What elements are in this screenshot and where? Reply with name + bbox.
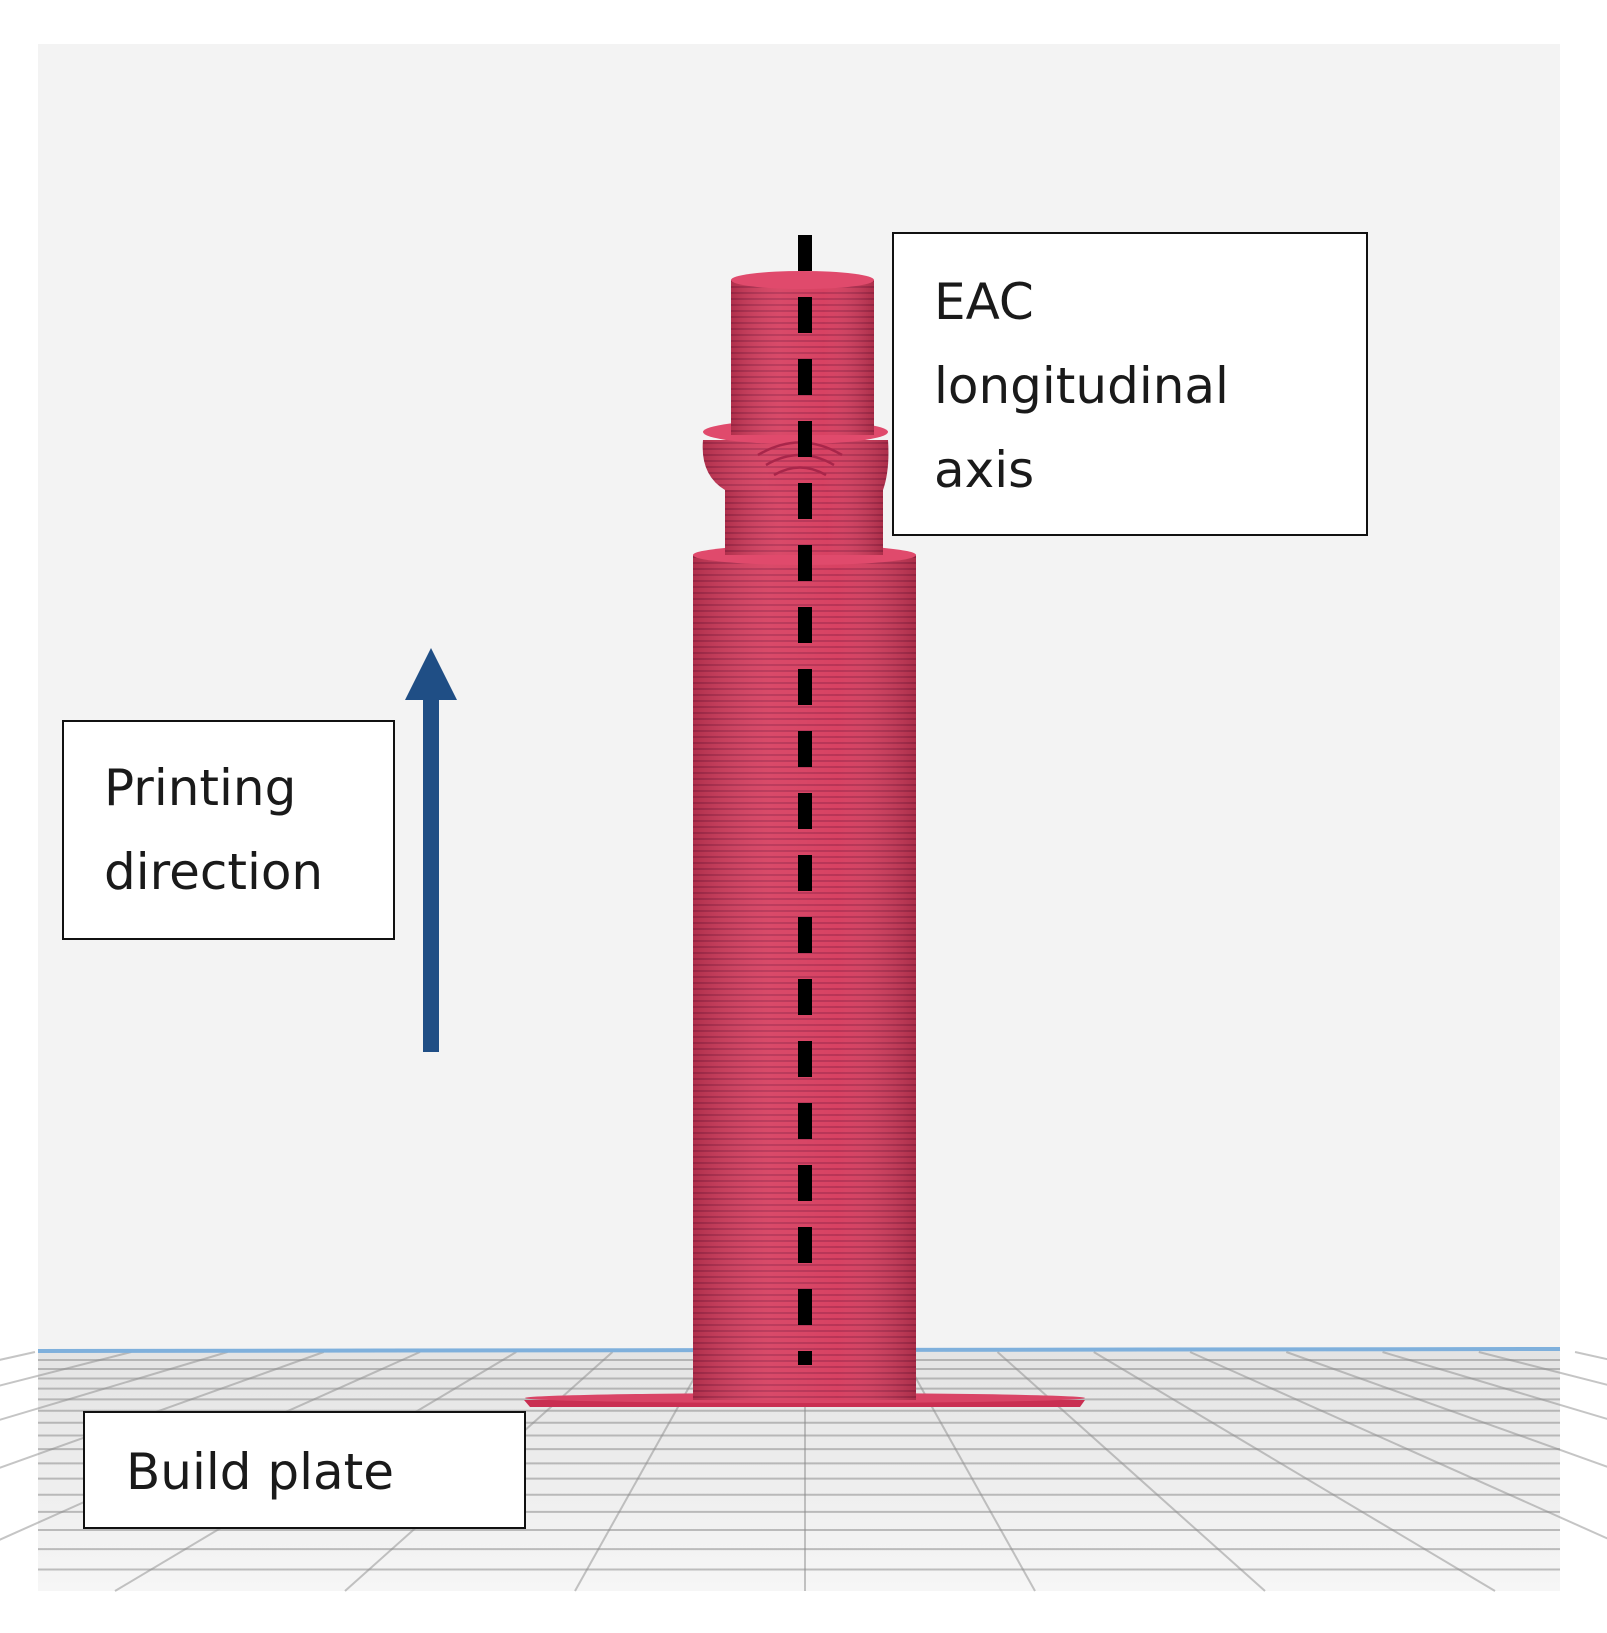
- grid-line-vertical: [900, 1351, 1036, 1592]
- build-plate-label-box: Build plate: [83, 1411, 526, 1529]
- eac-axis-label-line-2: longitudinal: [934, 357, 1229, 415]
- grid-line-vertical: [1093, 1351, 1496, 1592]
- grid-line-vertical: [1574, 1351, 1607, 1361]
- part-top-cap: [731, 271, 874, 289]
- grid-line-vertical: [1189, 1351, 1607, 1540]
- grid-line-vertical: [0, 1351, 325, 1469]
- grid-line-vertical: [1382, 1351, 1607, 1420]
- grid-line-vertical: [996, 1351, 1266, 1592]
- grid-line-vertical: [1285, 1351, 1607, 1468]
- eac-axis-label-box: EAC longitudinal axis: [892, 232, 1368, 536]
- printing-direction-label-line-2: direction: [104, 843, 324, 901]
- eac-axis-label-line-3: axis: [934, 441, 1035, 499]
- build-plate-grid-horizontal: [38, 1359, 1560, 1571]
- build-plate-label: Build plate: [126, 1443, 395, 1501]
- grid-line-vertical: [0, 1351, 228, 1421]
- printing-direction-label-line-1: Printing: [104, 759, 297, 817]
- eac-axis-label-line-1: EAC: [934, 273, 1034, 331]
- arrow-up-icon: [405, 648, 457, 1052]
- grid-line-vertical: [0, 1351, 36, 1361]
- grid-line-vertical: [574, 1351, 710, 1592]
- printing-direction-label-box: Printing direction: [62, 720, 395, 940]
